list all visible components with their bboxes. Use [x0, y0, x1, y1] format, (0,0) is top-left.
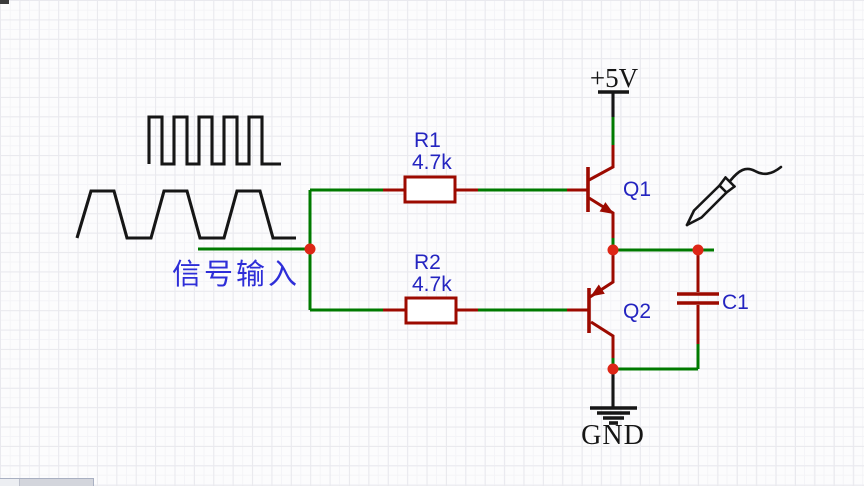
- r1-body: [403, 175, 457, 204]
- scrollbar-button[interactable]: [0, 479, 20, 486]
- corner-artifact: [0, 0, 9, 4]
- q2-designator: Q2: [623, 300, 651, 323]
- r1-designator: R1: [414, 129, 441, 152]
- q1-designator: Q1: [623, 178, 651, 201]
- junction-cap-top: [692, 244, 704, 256]
- q1-emitter-arrow: [599, 202, 614, 214]
- r1-value: 4.7k: [412, 151, 452, 174]
- signal-input-label: 信号输入: [172, 257, 300, 291]
- q1-emitter: [588, 196, 615, 238]
- power-label: +5V: [590, 63, 639, 93]
- r2-designator: R2: [414, 251, 441, 274]
- trapezoid-wave-icon: [75, 189, 296, 240]
- probe-icon: [685, 165, 783, 227]
- ground-label: GND: [581, 420, 645, 451]
- q1-collector: [588, 145, 615, 182]
- junction-input: [304, 243, 316, 255]
- scrollbar-fragment[interactable]: [0, 478, 94, 486]
- junction-output: [607, 244, 619, 256]
- square-wave-icon: [147, 115, 281, 166]
- r2-body: [404, 296, 458, 325]
- c1-designator: C1: [722, 291, 749, 314]
- q2-collector: [590, 320, 615, 358]
- r2-value: 4.7k: [412, 273, 452, 296]
- scrollbar-thumb[interactable]: [20, 479, 93, 486]
- q2-emitter-arrow: [590, 284, 605, 297]
- junction-ground: [607, 363, 619, 375]
